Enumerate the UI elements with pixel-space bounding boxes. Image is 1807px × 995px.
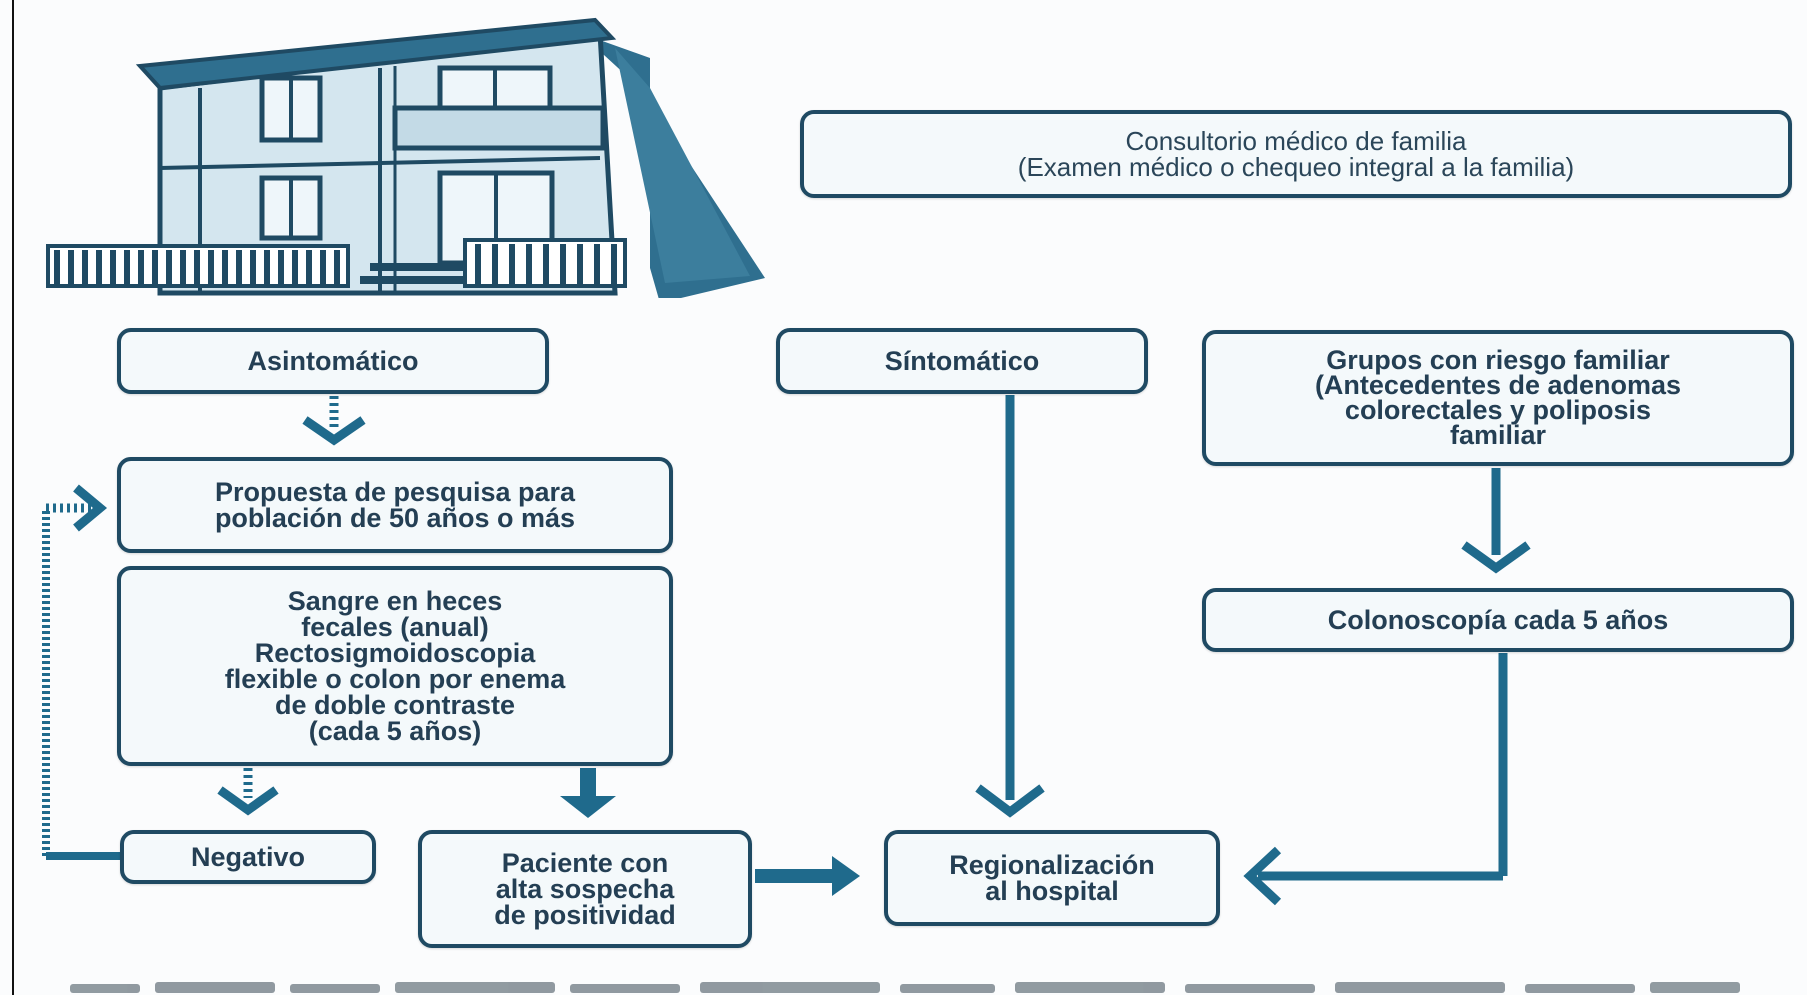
box-negativo-label: Negativo — [190, 842, 306, 872]
box-colonoscopia: Colonoscopía cada 5 años — [1202, 588, 1794, 652]
box-asintomatico: Asintomático — [117, 328, 549, 394]
cut-off-caption — [70, 982, 1740, 993]
arrow-paciente-regionalizacion — [755, 856, 860, 896]
box-propuesta: Propuesta de pesquisa para población de … — [117, 457, 673, 553]
arrow-negativo-loop — [42, 484, 120, 860]
box-sangre: Sangre en heces fecales (anual) Rectosig… — [117, 566, 673, 766]
box-colonoscopia-label: Colonoscopía cada 5 años — [1327, 605, 1669, 635]
box-grupos-riesgo-label: Grupos con riesgo familiar (Antecedentes… — [1314, 345, 1682, 450]
arrow-sintomatico-regionalizacion — [975, 395, 1045, 818]
house-icon — [46, 17, 765, 298]
box-regionalizacion: Regionalización al hospital — [884, 830, 1220, 926]
arrow-grupos-colonoscopia — [1461, 468, 1531, 574]
box-sangre-label: Sangre en heces fecales (anual) Rectosig… — [224, 586, 566, 746]
arrow-asintomatico-propuesta — [302, 396, 366, 446]
box-propuesta-label: Propuesta de pesquisa para población de … — [214, 477, 576, 533]
box-sintomatico: Síntomático — [776, 328, 1148, 394]
box-consultorio: Consultorio médico de familia (Examen mé… — [800, 110, 1792, 198]
box-grupos-riesgo: Grupos con riesgo familiar (Antecedentes… — [1202, 330, 1794, 466]
box-negativo: Negativo — [120, 830, 376, 884]
arrow-colonoscopia-regionalizacion — [1243, 653, 1508, 906]
box-sintomatico-label: Síntomático — [884, 346, 1040, 376]
box-paciente-label: Paciente con alta sospecha de positivida… — [494, 848, 676, 930]
arrow-sangre-paciente — [560, 768, 616, 818]
box-asintomatico-label: Asintomático — [247, 346, 419, 376]
box-regionalizacion-label: Regionalización al hospital — [949, 850, 1155, 906]
box-consultorio-label: Consultorio médico de familia (Examen mé… — [1017, 126, 1575, 182]
page-left-border — [12, 0, 14, 995]
arrow-sangre-negativo — [217, 768, 279, 816]
box-paciente: Paciente con alta sospecha de positivida… — [418, 830, 752, 948]
